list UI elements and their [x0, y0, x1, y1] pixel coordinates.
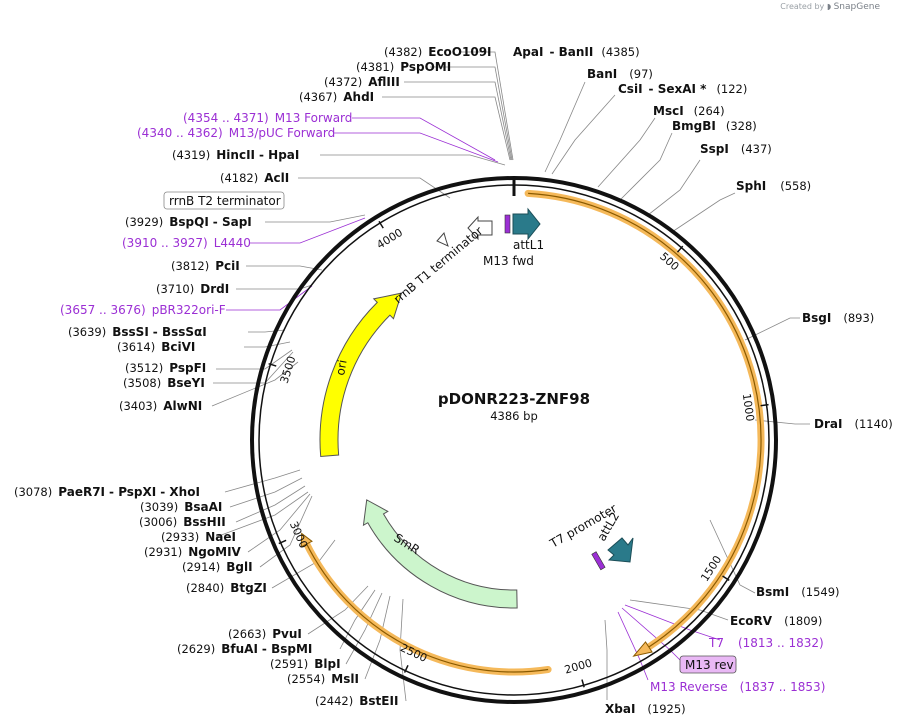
site-ahdi: (4367)AhdI	[299, 90, 374, 104]
site-bani: BanI(97)	[587, 67, 653, 81]
site-apai-banii: ApaI- BanII(4385)	[513, 45, 640, 59]
site-drdi: (3710)DrdI	[156, 282, 229, 296]
attl2-feature[interactable]	[591, 537, 634, 571]
attl1-label: attL1	[513, 238, 544, 252]
bp-tick-mark	[278, 539, 287, 545]
snapgene-logo-icon: ◗	[826, 2, 832, 11]
ori-feature[interactable]	[319, 292, 403, 458]
bp-tick-label: 3500	[278, 354, 299, 385]
site-sspi: SspI(437)	[700, 142, 772, 156]
site-ecoo109i: (4382)EcoO109I	[384, 45, 492, 59]
leader-lines	[211, 51, 810, 702]
attl1-feature[interactable]	[504, 207, 541, 241]
rrnb-t2-label: rrnB T2 terminator	[169, 194, 281, 208]
site-pvui: (2663)PvuI	[228, 627, 302, 641]
bp-tick-label: 2000	[563, 656, 593, 676]
site-bsaai: (3039)BsaAI	[140, 500, 222, 514]
site-bsshii: (3006)BssHII	[139, 515, 226, 529]
site-bseyi: (3508)BseYI	[123, 376, 205, 390]
site-paer7i-pspxi-xhoi: (3078)PaeR7I- PspXI- XhoI	[14, 485, 200, 499]
bp-tick-mark	[378, 220, 384, 229]
site-bmgbi: BmgBI(328)	[672, 119, 757, 133]
site-hincii-hpai: (4319)HincII- HpaI	[172, 148, 299, 162]
site-blpi: (2591)BlpI	[270, 657, 341, 671]
site-ecorv: EcoRV(1809)	[730, 614, 822, 628]
bp-tick-mark	[676, 245, 684, 253]
rrnb-t1-arrow[interactable]	[436, 231, 449, 247]
site-afliii: (4372)AflIII	[324, 75, 400, 89]
site-bfuai-bspmi: (2629)BfuAI- BspMI	[177, 642, 312, 656]
site-alwni: (3403)AlwNI	[119, 399, 202, 413]
bp-tick-mark	[268, 362, 277, 367]
site-msli: (2554)MslI	[287, 672, 359, 686]
m13-rev-label: M13 rev	[685, 658, 734, 672]
primer-leaders	[226, 117, 499, 311]
site-bsmi: BsmI(1549)	[756, 585, 840, 599]
site-t7: T7(1813 .. 1832)	[708, 636, 824, 650]
site-pspomi: (4381)PspOMI	[356, 60, 451, 74]
smr-feature[interactable]	[362, 499, 518, 609]
site-l4440: (3910 .. 3927)L4440	[122, 236, 251, 250]
site-pcii: (3812)PciI	[171, 259, 240, 273]
site-bspqi-sapi: (3929)BspQI- SapI	[125, 215, 252, 229]
bp-tick-mark	[581, 679, 585, 688]
site-ngomiv: (2931)NgoMIV	[144, 545, 242, 559]
bp-tick-label: 3000	[287, 519, 310, 550]
bp-tick-mark	[403, 664, 409, 673]
site-bsteii: (2442)BstEII	[315, 694, 398, 708]
site-naei: (2933)NaeI	[161, 530, 236, 544]
site-pbr322ori-f: (3657 .. 3676)pBR322ori-F	[60, 303, 226, 317]
site-bcivi: (3614)BciVI	[117, 340, 195, 354]
m13-fwd-label: M13 fwd	[483, 254, 534, 268]
rrnb-t2-arrow[interactable]	[467, 215, 493, 241]
plasmid-length: 4386 bp	[490, 409, 538, 423]
bp-tick-label: 4000	[374, 226, 405, 252]
site-csii-sexai: CsiI- SexAI *(122)	[618, 82, 747, 96]
orf-highlight	[300, 189, 765, 676]
site-m13-puc-forward: (4340 .. 4362)M13/pUC Forward	[137, 126, 335, 140]
rrnb-t2-box	[163, 191, 285, 210]
site-bsgi: BsgI(893)	[802, 311, 874, 325]
bp-tick-label: 1000	[740, 393, 757, 423]
site-bsssi: (3639)BssSI- BssSαI	[68, 325, 207, 339]
ori-label: ori	[333, 359, 349, 377]
rrnb-t1-label: rrnB T1 terminator	[391, 224, 486, 307]
site-btgzi: (2840)BtgZI	[186, 581, 267, 595]
site-drai: DraI(1140)	[814, 417, 893, 431]
credit-brand: SnapGene	[833, 2, 880, 12]
snapgene-credit: Created by ◗ SnapGene	[780, 2, 880, 12]
site-m13-reverse: M13 Reverse(1837 .. 1853)	[650, 680, 825, 694]
m13-rev-box	[679, 655, 737, 674]
bp-tick-mark	[722, 575, 730, 582]
bp-tick-label: 2500	[398, 641, 429, 665]
plasmid-name: pDONR223-ZNF98	[438, 390, 590, 408]
site-pspfi: (3512)PspFI	[125, 361, 206, 375]
credit-prefix: Created by	[780, 2, 825, 11]
site-xbai: XbaI(1925)	[605, 702, 686, 716]
site-m13-forward: (4354 .. 4371)M13 Forward	[183, 111, 352, 125]
site-bgli: (2914)BglI	[182, 560, 253, 574]
bp-tick-mark	[760, 403, 769, 407]
site-acli: (4182)AclI	[220, 171, 289, 185]
site-sphi: SphI(558)	[736, 179, 811, 193]
site-msci: MscI(264)	[653, 104, 725, 118]
